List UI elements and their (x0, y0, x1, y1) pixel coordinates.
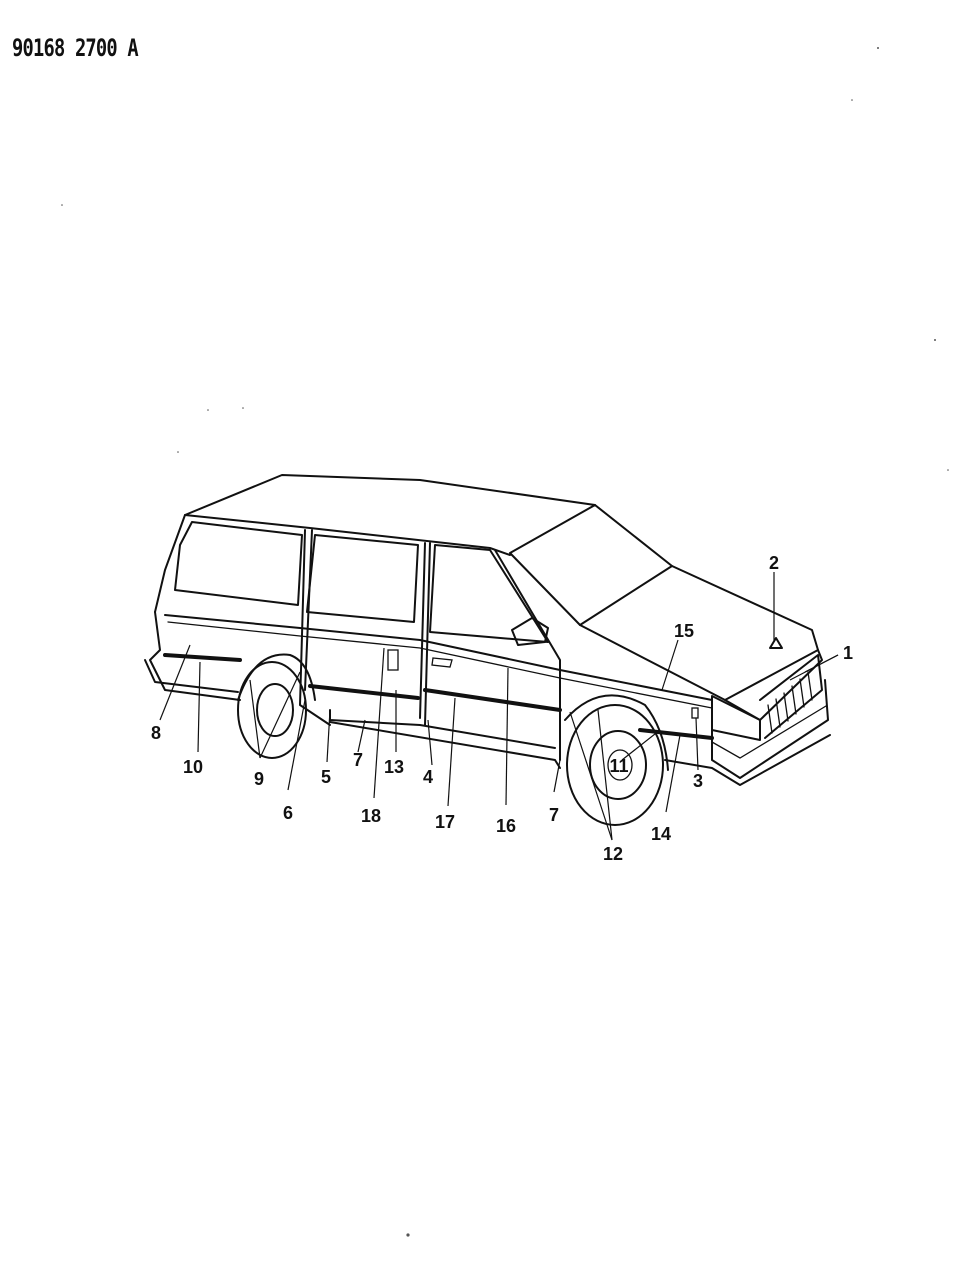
fender-badge (691, 707, 699, 719)
bumper-strip (711, 705, 827, 759)
b-pillar (299, 529, 331, 726)
middle-window (306, 534, 419, 623)
scan-specks (61, 47, 949, 1237)
front-door-edge (424, 542, 431, 726)
callout-7-front: 7 (549, 805, 559, 825)
callout-14: 14 (651, 824, 671, 844)
rear-side-window (174, 521, 303, 606)
callout-7-rear: 7 (353, 750, 363, 770)
side-mirror (511, 617, 549, 646)
callout-4: 4 (423, 767, 433, 787)
callout-18: 18 (361, 806, 381, 826)
rear-wheel-cover (256, 683, 294, 737)
callout-13: 13 (384, 757, 404, 777)
roof-rear-edge (154, 514, 186, 613)
callout-12: 12 (603, 844, 623, 864)
callout-5: 5 (321, 767, 331, 787)
callout-17: 17 (435, 812, 455, 832)
hood-ornament (769, 637, 783, 649)
front-door-window (429, 544, 549, 643)
front-tire (566, 704, 664, 826)
rear-wheel-arch (237, 653, 316, 701)
grille-bars (767, 671, 813, 734)
part-number-label: 90168 2700 A (12, 34, 139, 62)
front-fascia (724, 649, 823, 721)
grille (759, 654, 823, 739)
van-body (144, 474, 831, 826)
headlamp (711, 695, 761, 741)
rear-quarter (149, 611, 241, 701)
front-wheel-arch (564, 694, 669, 771)
rear-bumper (144, 659, 239, 693)
callout-numbers: 1 2 3 4 5 6 7 7 8 9 10 11 12 13 14 15 16… (151, 553, 853, 864)
sliding-door-handle (387, 649, 399, 671)
body-side-molding-door (308, 684, 420, 700)
sliding-door-front-edge (419, 542, 426, 719)
beltline (164, 614, 713, 701)
callout-3: 3 (693, 771, 703, 791)
callout-11: 11 (609, 756, 628, 776)
side-top-edge (184, 514, 511, 556)
callout-6: 6 (283, 803, 293, 823)
hood (579, 565, 819, 701)
callout-2: 2 (769, 553, 779, 573)
windshield (509, 504, 673, 626)
callout-8: 8 (151, 723, 161, 743)
a-pillar (494, 549, 561, 761)
rocker-panel (329, 709, 556, 749)
front-wheel-cover (589, 730, 647, 800)
body-side-molding-fender (638, 728, 714, 740)
callout-9: 9 (254, 769, 264, 789)
callout-1: 1 (843, 643, 853, 663)
rear-tire (237, 661, 307, 759)
roof-outline (184, 474, 596, 516)
callout-10: 10 (183, 757, 203, 777)
callout-16: 16 (496, 816, 516, 836)
callout-15: 15 (674, 621, 694, 641)
front-bumper (711, 679, 829, 779)
front-door-handle (431, 657, 453, 668)
sliding-door-rear-edge (304, 529, 313, 691)
body-side-molding-rear (163, 653, 242, 662)
leader-lines (159, 572, 839, 841)
body-side-molding-front (423, 688, 562, 712)
